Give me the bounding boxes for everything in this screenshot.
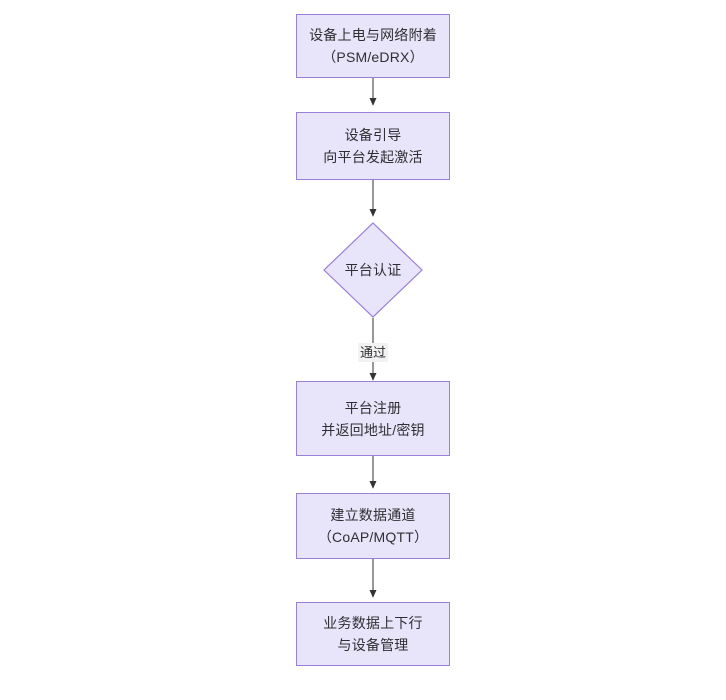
node-label: 平台注册 并返回地址/密钥 [321,399,425,438]
node-establish-data-channel[interactable]: 建立数据通道 （CoAP/MQTT） [296,493,450,559]
node-label: 设备引导 向平台发起激活 [323,127,423,165]
node-platform-auth-decision[interactable]: 平台认证 [323,222,423,318]
diamond-shape [323,222,423,318]
node-label: 业务数据上下行 与设备管理 [323,615,423,653]
node-device-bootstrap[interactable]: 设备引导 向平台发起激活 [296,112,450,180]
node-platform-register[interactable]: 平台注册 并返回地址/密钥 [296,381,450,456]
edge-label-pass: 通过 [357,343,389,362]
node-device-power-on[interactable]: 设备上电与网络附着 （PSM/eDRX） [296,14,450,78]
node-business-data-and-device-mgmt[interactable]: 业务数据上下行 与设备管理 [296,602,450,666]
node-label: 建立数据通道 （CoAP/MQTT） [317,507,429,545]
node-label: 设备上电与网络附着 （PSM/eDRX） [309,27,437,65]
